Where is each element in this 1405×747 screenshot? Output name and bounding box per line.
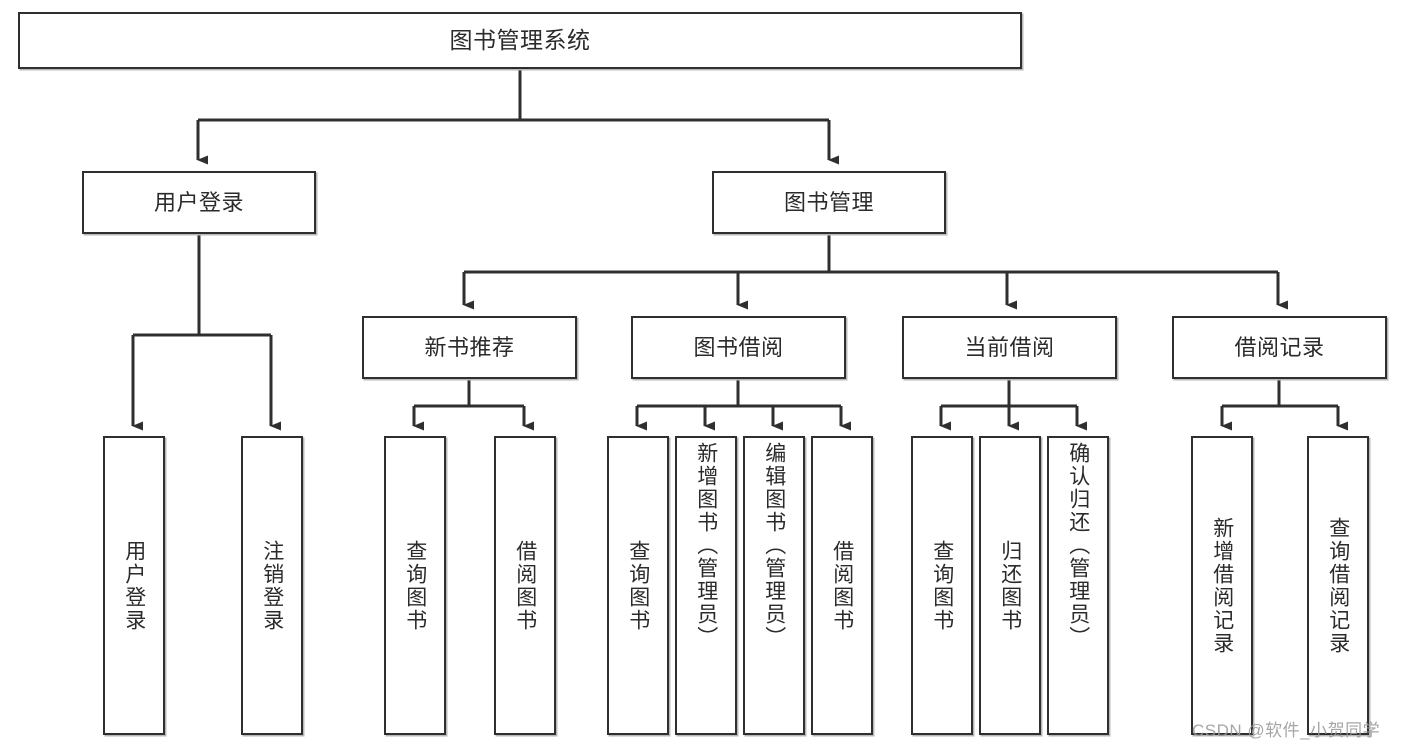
node-borrow-record[interactable]: 借阅记录 xyxy=(1172,316,1387,379)
leaf-book-borrow-edit[interactable]: 编辑图书（管理员） xyxy=(743,436,805,735)
node-label: 用户登录 xyxy=(153,189,244,215)
node-book-management[interactable]: 图书管理 xyxy=(712,171,946,234)
node-label: 编辑图书（管理员） xyxy=(762,442,786,649)
leaf-borrow-record-query[interactable]: 查询借阅记录 xyxy=(1307,436,1369,735)
leaf-current-borrow-confirm-return[interactable]: 确认归还（管理员） xyxy=(1047,436,1109,735)
leaf-user-login-logout[interactable]: 注销登录 xyxy=(241,436,303,735)
node-label: 当前借阅 xyxy=(964,334,1055,360)
node-label: 用户登录 xyxy=(122,539,146,632)
leaf-book-borrow-query[interactable]: 查询图书 xyxy=(607,436,669,735)
leaf-book-borrow-add[interactable]: 新增图书（管理员） xyxy=(675,436,737,735)
node-label: 借阅图书 xyxy=(513,539,537,632)
node-label: 注销登录 xyxy=(260,539,284,632)
leaf-current-borrow-return[interactable]: 归还图书 xyxy=(979,436,1041,735)
csdn-watermark: CSDN @软件_小贺同学 xyxy=(1192,721,1381,740)
node-label: 新书推荐 xyxy=(424,334,515,360)
leaf-book-borrow-borrow[interactable]: 借阅图书 xyxy=(811,436,873,735)
node-label: 借阅记录 xyxy=(1234,334,1325,360)
node-user-login[interactable]: 用户登录 xyxy=(82,171,316,234)
node-label: 图书管理 xyxy=(783,189,874,215)
leaf-user-login-login[interactable]: 用户登录 xyxy=(103,436,165,735)
node-book-borrow[interactable]: 图书借阅 xyxy=(631,316,846,379)
node-label: 新增图书（管理员） xyxy=(694,442,718,649)
leaf-new-book-query[interactable]: 查询图书 xyxy=(384,436,446,735)
node-label: 查询图书 xyxy=(403,539,427,632)
node-label: 查询图书 xyxy=(930,539,954,632)
node-new-book-recommend[interactable]: 新书推荐 xyxy=(362,316,577,379)
node-label: 确认归还（管理员） xyxy=(1066,442,1090,649)
node-label: 查询借阅记录 xyxy=(1326,516,1350,655)
leaf-new-book-borrow[interactable]: 借阅图书 xyxy=(494,436,556,735)
node-label: 图书借阅 xyxy=(693,334,784,360)
node-label: 查询图书 xyxy=(626,539,650,632)
leaf-current-borrow-query[interactable]: 查询图书 xyxy=(911,436,973,735)
node-root-system[interactable]: 图书管理系统 xyxy=(18,12,1022,69)
node-current-borrow[interactable]: 当前借阅 xyxy=(902,316,1117,379)
node-label: 归还图书 xyxy=(998,539,1022,632)
node-label: 图书管理系统 xyxy=(449,27,591,54)
leaf-borrow-record-add[interactable]: 新增借阅记录 xyxy=(1191,436,1253,735)
node-label: 借阅图书 xyxy=(830,539,854,632)
node-label: 新增借阅记录 xyxy=(1210,516,1234,655)
